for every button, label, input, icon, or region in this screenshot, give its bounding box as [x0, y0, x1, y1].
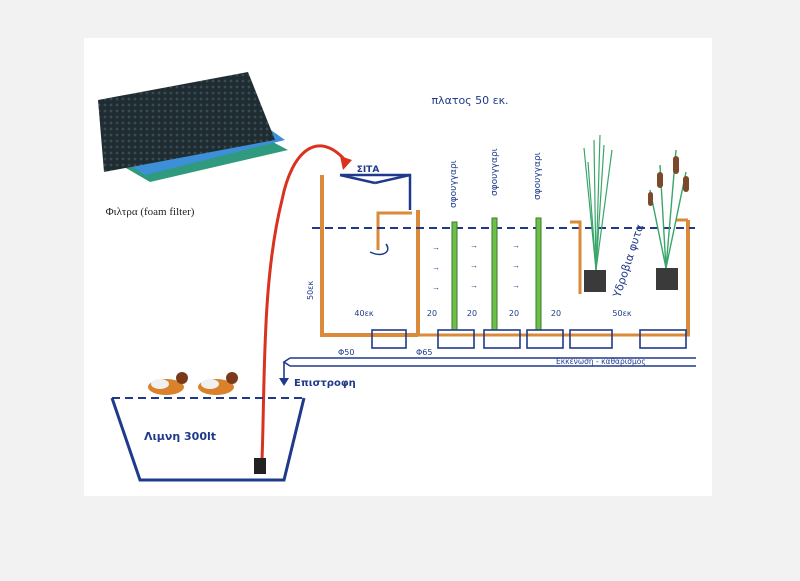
pond-label: Λιμνη 300lt [144, 430, 216, 443]
svg-text:→: → [512, 281, 520, 290]
svg-text:→: → [432, 283, 440, 292]
svg-text:→: → [432, 263, 440, 272]
dim-last: 50εκ [612, 309, 632, 318]
return-arrowhead [279, 378, 289, 386]
drain-label: Εκκενωση - καθαρισμος [556, 357, 646, 366]
pipe-50-label: Φ50 [338, 348, 354, 357]
feed-pipe [260, 144, 347, 461]
sponge-panel-2 [491, 217, 498, 331]
sponge-panel-1 [451, 221, 458, 331]
pond [110, 397, 306, 482]
plant-basket-1 [584, 270, 606, 292]
feed-pipe-arrowhead [340, 156, 352, 170]
dim-b: 20 [467, 309, 477, 318]
filter-tank [320, 175, 690, 337]
sponge-panel-3 [535, 217, 542, 331]
drain-pipes [282, 357, 696, 380]
width-note: πλατος 50 εκ. [431, 94, 508, 107]
svg-text:→: → [432, 243, 440, 252]
svg-text:→: → [512, 241, 520, 250]
sieve [339, 173, 412, 210]
overflow-pipe [376, 211, 412, 250]
dim-c: 20 [509, 309, 519, 318]
height-label: 50εκ [306, 280, 315, 300]
foam-sheet-black [98, 72, 275, 172]
swirl-arrow [369, 243, 389, 256]
sponge-label-3: σφουγγαρι [533, 152, 543, 200]
plant-chamber [570, 218, 688, 294]
plants-label: Υδροβια φυτα [610, 222, 646, 299]
dim-a: 20 [427, 309, 437, 318]
svg-text:→: → [512, 261, 520, 270]
chamber-feet [371, 329, 687, 349]
return-label: Επιστροφη [294, 378, 356, 389]
dim-d: 20 [551, 309, 561, 318]
photo-caption: Φιλτρα (foam filter) [106, 206, 195, 218]
duck-2 [198, 372, 238, 395]
svg-text:→: → [470, 241, 478, 250]
sponge-label-1: σφουγγαρι [449, 160, 459, 208]
duck-1 [148, 372, 188, 395]
foam-filter-photo [98, 72, 288, 182]
pond-pump [254, 458, 266, 474]
pipe-65-label: Φ65 [416, 348, 432, 357]
sieve-label: ΣΙΤΑ [357, 165, 380, 175]
svg-text:→: → [470, 261, 478, 270]
cattail-plant [648, 149, 689, 269]
svg-text:→: → [470, 281, 478, 290]
plant-basket-2 [656, 268, 678, 290]
flow-arrows: → → → → → → → → → [432, 241, 520, 292]
sponge-label-2: σφουγγαρι [490, 148, 500, 196]
dim-first: 40εκ [354, 309, 374, 318]
reeds-plant [583, 134, 613, 271]
